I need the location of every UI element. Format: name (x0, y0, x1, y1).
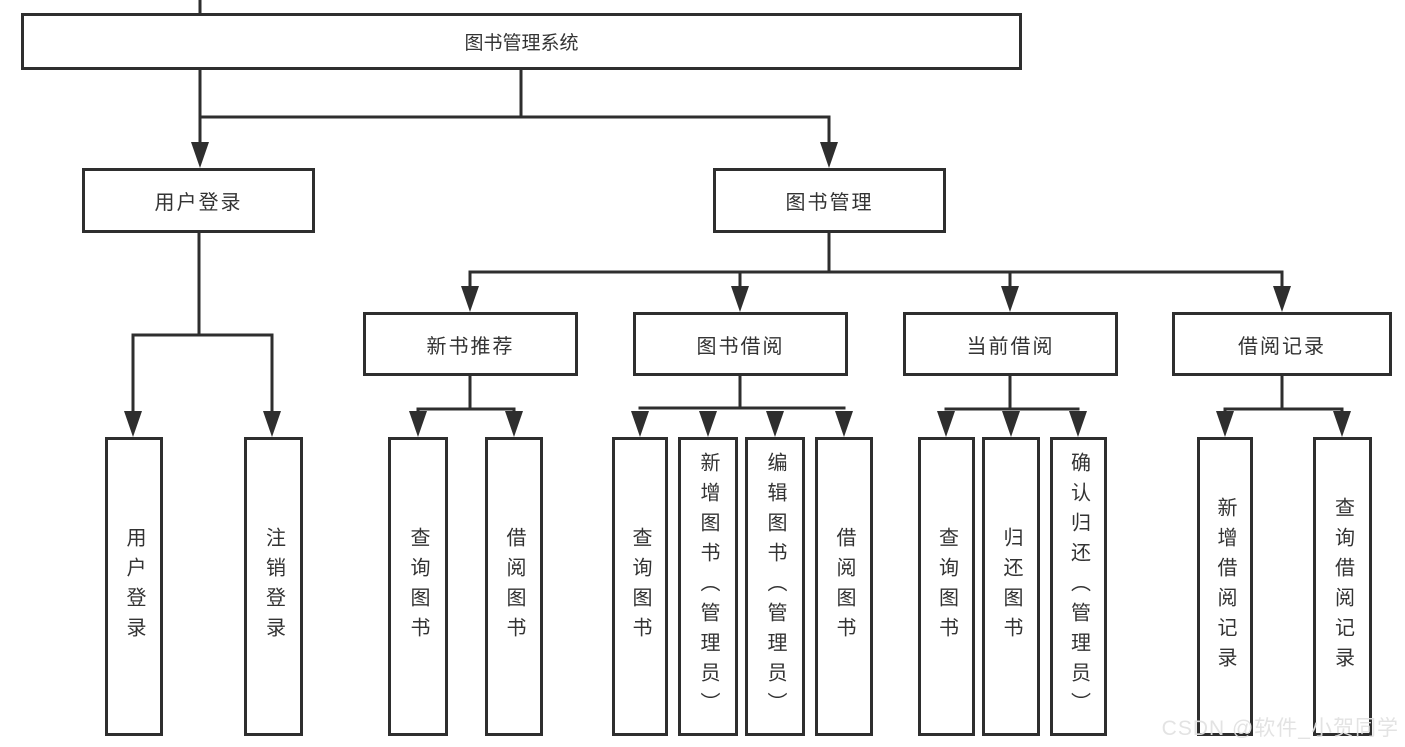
node-label: 查询图书 (629, 526, 651, 647)
node-label: 注销登录 (262, 526, 285, 647)
node-label: 新增借阅记录 (1214, 496, 1236, 677)
node-label: 借阅图书 (833, 526, 855, 647)
leaf-add-borrowing-record: 新增借阅记录 (1197, 437, 1253, 736)
node-label: 确认归还（管理员） (1067, 451, 1090, 722)
node-label: 图书借阅 (696, 335, 785, 358)
node-borrowing-records: 借阅记录 (1172, 312, 1392, 376)
leaf-add-books-admin: 新增图书（管理员） (678, 437, 738, 736)
csdn-watermark: CSDN @软件_小贺同学 (1161, 717, 1399, 740)
node-label: 图书管理系统 (464, 33, 579, 54)
node-label: 当前借阅 (966, 335, 1055, 358)
leaf-user-login: 用户登录 (105, 437, 163, 736)
leaf-query-borrowing-record: 查询借阅记录 (1313, 437, 1372, 736)
leaf-query-books-current: 查询图书 (918, 437, 975, 736)
leaf-confirm-return-admin: 确认归还（管理员） (1050, 437, 1107, 736)
leaf-edit-books-admin: 编辑图书（管理员） (745, 437, 805, 736)
node-current-borrowing: 当前借阅 (903, 312, 1118, 376)
node-label: 借阅图书 (503, 526, 525, 647)
node-book-borrowing: 图书借阅 (633, 312, 848, 376)
leaf-logout: 注销登录 (244, 437, 303, 736)
node-label: 编辑图书（管理员） (764, 451, 786, 722)
node-label: 用户登录 (123, 526, 145, 647)
node-book-management: 图书管理 (713, 168, 946, 233)
node-label: 用户登录 (154, 192, 243, 214)
leaf-borrow-books-borrowing: 借阅图书 (815, 437, 873, 736)
node-label: 查询图书 (407, 526, 429, 647)
node-label: 图书管理 (785, 192, 874, 214)
node-label: 查询图书 (935, 526, 958, 647)
node-label: 查询借阅记录 (1331, 496, 1354, 677)
leaf-query-books-recommendation: 查询图书 (388, 437, 448, 736)
node-label: 归还图书 (1000, 526, 1022, 647)
node-user-login: 用户登录 (82, 168, 315, 233)
node-library-system: 图书管理系统 (21, 13, 1022, 70)
node-label: 借阅记录 (1238, 335, 1326, 358)
node-label: 新书推荐 (426, 335, 515, 358)
leaf-query-books-borrowing: 查询图书 (612, 437, 668, 736)
leaf-return-books: 归还图书 (982, 437, 1040, 736)
node-label: 新增图书（管理员） (697, 451, 719, 722)
leaf-borrow-books-recommendation: 借阅图书 (485, 437, 543, 736)
node-new-book-recommendation: 新书推荐 (363, 312, 578, 376)
